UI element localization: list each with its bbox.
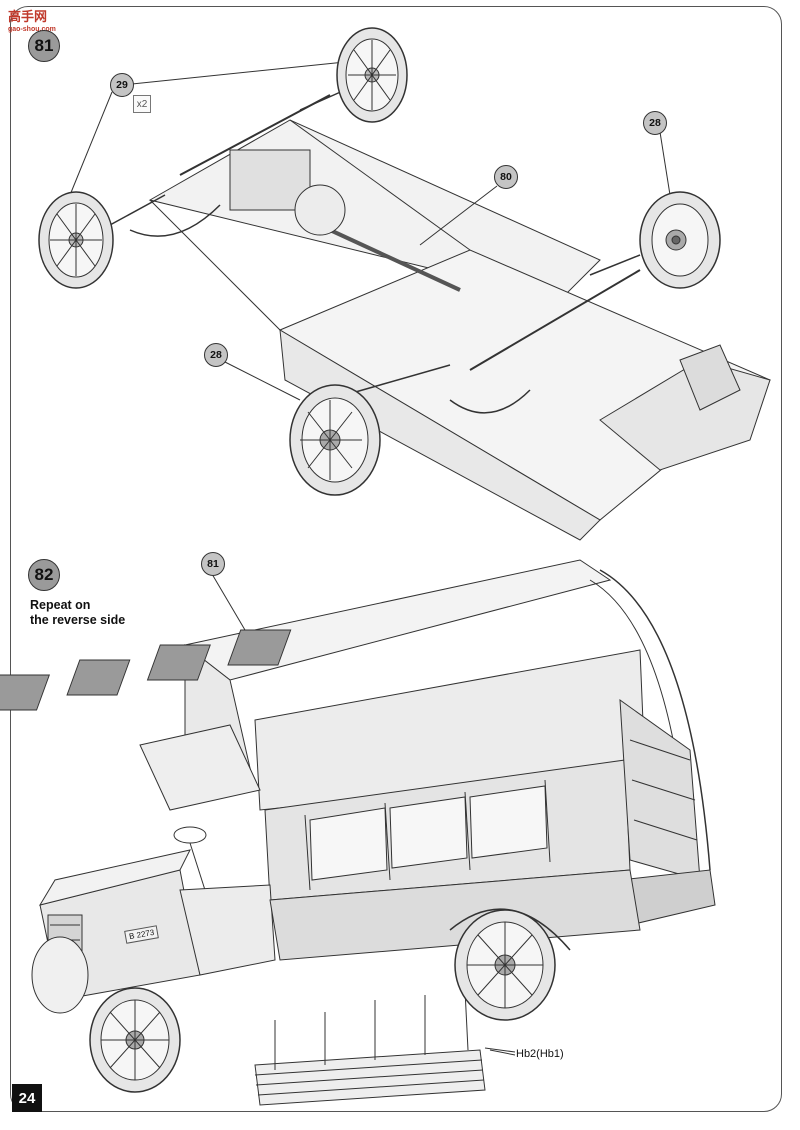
- wheel-left: [38, 191, 114, 289]
- part-label-hb2: Hb2(Hb1): [516, 1048, 564, 1060]
- repeat-note-line1: Repeat on: [30, 598, 91, 612]
- chassis-drawing: [129, 94, 771, 541]
- bus-rear-wheel: [454, 909, 556, 1021]
- callout-part-28-right: 28: [643, 111, 667, 135]
- step-81-badge: 81: [28, 30, 60, 62]
- wheel-right: [639, 191, 721, 289]
- wheel-top: [336, 27, 408, 123]
- page-number: 24: [12, 1084, 42, 1112]
- wheel-bottom: [289, 384, 381, 496]
- watermark-url: gao-shou.com: [8, 26, 56, 33]
- page-frame: [10, 6, 782, 1112]
- bus-front-wheel: [89, 987, 181, 1093]
- repeat-note: Repeat on the reverse side: [30, 598, 125, 628]
- watermark-logo: 高手网: [8, 9, 48, 24]
- callout-part-28-bottom: 28: [204, 343, 228, 367]
- quantity-badge: x2: [133, 95, 151, 113]
- callout-part-80: 80: [494, 165, 518, 189]
- bus-hidden-front-wheel: [31, 936, 89, 1014]
- repeat-note-line2: the reverse side: [30, 613, 126, 627]
- callout-part-81: 81: [201, 552, 225, 576]
- callout-part-29: 29: [110, 73, 134, 97]
- step-82-badge: 82: [28, 559, 60, 591]
